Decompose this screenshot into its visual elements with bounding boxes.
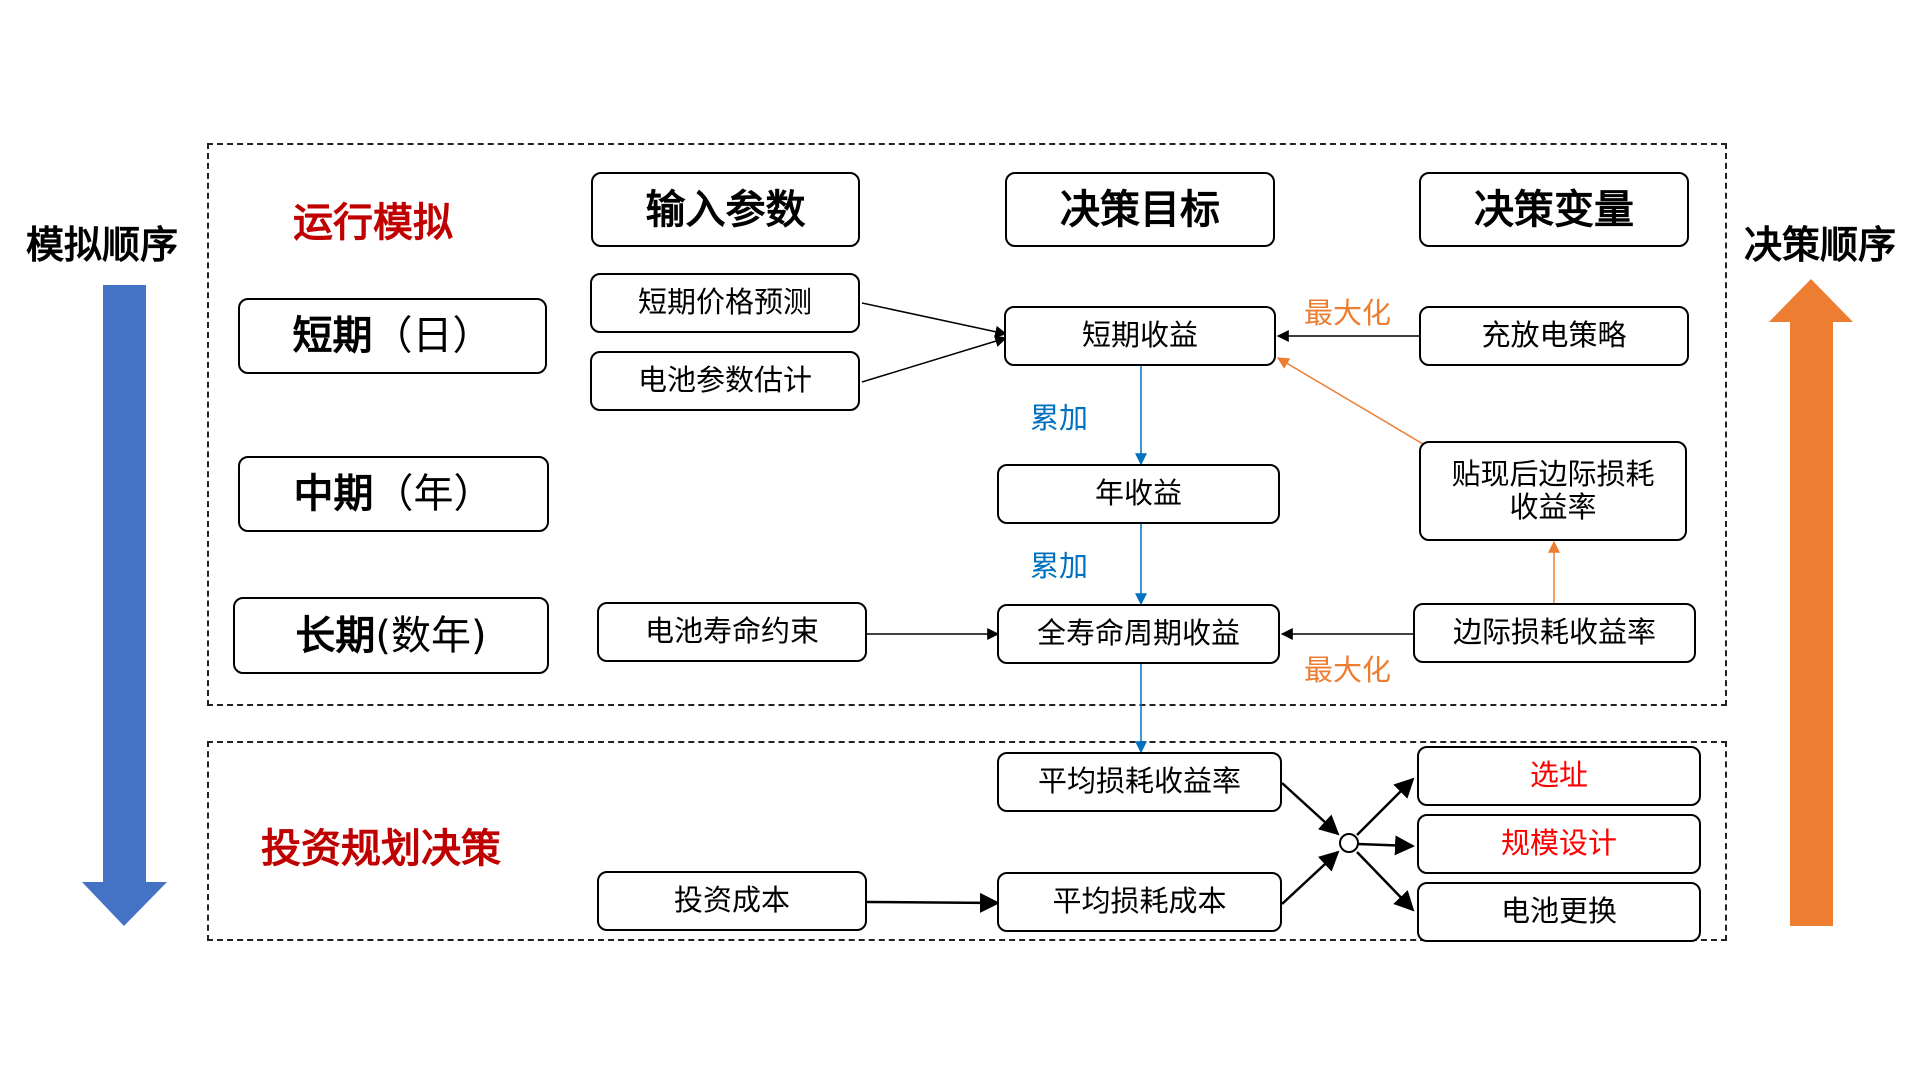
decision-order-title: 决策顺序 xyxy=(1744,223,1897,267)
decision-order-arrow xyxy=(1769,279,1853,926)
period-short-term-label: 短期 xyxy=(292,313,373,359)
objective-short-term-revenue: 短期收益 xyxy=(1004,306,1276,366)
investment-planning-region xyxy=(207,741,1727,941)
objective-lifecycle-revenue: 全寿命周期收益 xyxy=(997,604,1280,664)
input-battery-parameter-estimate: 电池参数估计 xyxy=(590,351,860,411)
arrow-node-to-scale xyxy=(1357,835,1415,856)
merge-node xyxy=(1339,833,1359,853)
period-short-term: 短期（日） xyxy=(238,298,547,374)
input-battery-life-constraint: 电池寿命约束 xyxy=(597,602,867,662)
variable-discounted-line2: 收益率 xyxy=(1509,490,1597,524)
header-decision-variable: 决策变量 xyxy=(1419,172,1689,247)
simulation-order-title: 模拟顺序 xyxy=(26,223,179,267)
simulation-order-arrow xyxy=(82,285,167,926)
input-short-price-forecast: 短期价格预测 xyxy=(590,273,860,333)
arrow-price-to-short-revenue xyxy=(861,302,1008,338)
label-maximize-1: 最大化 xyxy=(1304,296,1392,330)
period-mid-term: 中期（年） xyxy=(238,456,549,532)
period-long-term-label: 长期 xyxy=(295,612,376,659)
header-decision-objective: 决策目标 xyxy=(1005,172,1275,247)
arrow-avg-cost-to-node xyxy=(1281,850,1340,905)
label-maximize-2: 最大化 xyxy=(1304,653,1392,687)
variable-charge-discharge-strategy: 充放电策略 xyxy=(1419,306,1689,366)
arrow-invest-to-avg-cost xyxy=(866,892,1000,913)
output-battery-replacement: 电池更换 xyxy=(1417,882,1701,942)
period-mid-term-unit: （年） xyxy=(373,471,494,517)
period-mid-term-label: 中期 xyxy=(293,471,374,517)
investment-planning-title: 投资规划决策 xyxy=(261,826,501,872)
operation-simulation-region xyxy=(207,143,1727,706)
output-site-selection: 选址 xyxy=(1417,746,1701,806)
period-long-term-unit: (数年) xyxy=(375,612,487,659)
header-input-parameters: 输入参数 xyxy=(591,172,860,247)
objective-annual-revenue: 年收益 xyxy=(997,464,1280,524)
variable-discounted-line1: 贴现后边际损耗 xyxy=(1451,456,1655,491)
arrow-node-to-site xyxy=(1356,777,1415,836)
output-scale-design: 规模设计 xyxy=(1417,814,1701,874)
investment-cost: 投资成本 xyxy=(597,871,867,931)
period-short-term-unit: （日） xyxy=(372,313,493,359)
avg-loss-cost: 平均损耗成本 xyxy=(997,872,1282,932)
avg-loss-revenue-rate: 平均损耗收益率 xyxy=(997,752,1282,812)
arrow-discounted-to-short-revenue xyxy=(1276,357,1424,445)
label-accumulate-2: 累加 xyxy=(1030,549,1089,583)
variable-discounted-marginal-rate: 贴现后边际损耗 收益率 xyxy=(1419,441,1687,541)
arrow-node-to-replace xyxy=(1356,851,1415,912)
arrow-param-to-short-revenue xyxy=(861,335,1008,383)
variable-marginal-loss-revenue-rate: 边际损耗收益率 xyxy=(1413,603,1696,663)
period-long-term: 长期 (数年) xyxy=(233,597,549,674)
arrow-avg-rate-to-node xyxy=(1281,782,1340,836)
label-accumulate-1: 累加 xyxy=(1030,401,1089,435)
operation-simulation-title: 运行模拟 xyxy=(293,200,453,246)
